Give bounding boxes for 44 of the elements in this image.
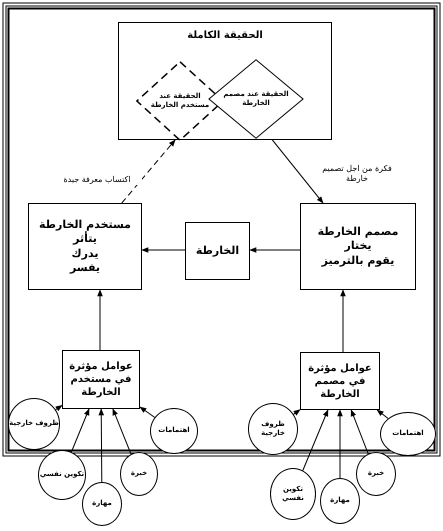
arrow bbox=[139, 406, 156, 418]
factor-circle bbox=[356, 452, 396, 496]
factor-circle bbox=[8, 398, 60, 450]
arrow bbox=[272, 140, 324, 204]
arrow bbox=[293, 409, 301, 416]
arrow bbox=[112, 408, 132, 455]
arrow bbox=[249, 247, 300, 253]
node-text: يتأثر bbox=[73, 232, 97, 246]
arrow bbox=[340, 289, 346, 352]
node-text: يدرك bbox=[72, 246, 98, 261]
process-box bbox=[300, 203, 416, 290]
arrow bbox=[97, 289, 103, 350]
arrow bbox=[121, 139, 176, 204]
arrow bbox=[55, 404, 63, 412]
process-box bbox=[62, 350, 140, 409]
arrow bbox=[350, 409, 369, 454]
arrow bbox=[376, 410, 389, 419]
arrow bbox=[98, 408, 104, 482]
factor-circle bbox=[120, 452, 158, 496]
process-box bbox=[118, 22, 332, 140]
factor-circle bbox=[270, 468, 316, 520]
node-text: يقوم بالترميز bbox=[322, 254, 394, 268]
node-heading: مصمم الخارطة bbox=[318, 225, 398, 240]
factor-circle bbox=[320, 478, 360, 524]
process-box bbox=[28, 203, 142, 290]
node-text: يختار bbox=[344, 239, 372, 254]
process-box bbox=[300, 352, 380, 410]
process-box bbox=[185, 222, 250, 280]
arrow bbox=[70, 408, 90, 452]
arrow bbox=[141, 247, 186, 253]
arrow bbox=[302, 409, 328, 471]
factor-circle bbox=[150, 408, 198, 454]
node-text: يفسر bbox=[70, 260, 100, 276]
factor-circle bbox=[380, 412, 436, 456]
node-heading: مستخدم الخارطة bbox=[39, 218, 131, 231]
arrow bbox=[337, 409, 343, 478]
factor-circle bbox=[38, 450, 86, 500]
factor-circle bbox=[248, 403, 298, 455]
node-text: الحقيقة الكاملة bbox=[187, 29, 263, 42]
diamond-node bbox=[208, 59, 304, 139]
node-text: الخارطة bbox=[196, 244, 240, 258]
factor-circle bbox=[82, 482, 122, 526]
node-text: عوامل مؤثرة في مصمم الخارطة bbox=[307, 362, 373, 400]
node-text: عوامل مؤثرة في مستخدم الخارطة bbox=[68, 360, 134, 399]
